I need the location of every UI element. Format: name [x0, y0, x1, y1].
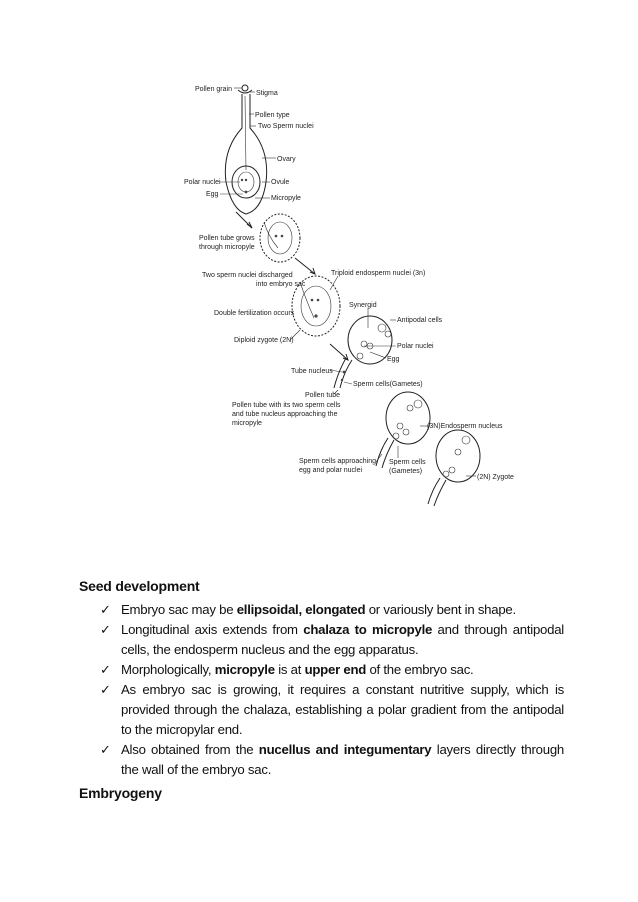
bullet-text: of the embryo sac.	[366, 662, 473, 677]
bullet-text: or variously bent in shape.	[365, 602, 516, 617]
label-synergid: Synergid	[349, 302, 377, 309]
arrow-2	[295, 258, 315, 274]
embryogeny-heading: Embryogeny	[79, 785, 162, 801]
label-pollen-tube: Pollen tube	[305, 392, 340, 399]
bullet-item: ✓ Also obtained from the nucellus and int…	[100, 740, 564, 780]
label-sperm-cells-1: Sperm cells	[389, 459, 426, 466]
label-ovary: Ovary	[277, 156, 296, 163]
label-triploid: Triploid endosperm nuclei (3n)	[331, 270, 425, 277]
embryo-sac-stage-1	[334, 316, 392, 388]
bullet-text: Also obtained from the	[121, 742, 259, 757]
label-sperm-gametes: Sperm cells(Gametes)	[353, 381, 423, 388]
label-tube-with-sperm-2: and tube nucleus approaching the	[232, 411, 338, 418]
label-egg: Egg	[206, 191, 219, 198]
bullet-bold-text: ellipsoidal, elongated	[237, 602, 366, 617]
checkmark-icon: ✓	[100, 680, 111, 700]
seed-development-heading: Seed development	[79, 578, 200, 594]
label-polar-nuclei-2: Polar nuclei	[397, 343, 434, 350]
ovule-stage-1	[260, 214, 300, 262]
arrow-3	[330, 344, 348, 360]
label-approaching-1: Sperm cells approaching	[299, 458, 376, 465]
double-fertilization-diagram: Pollen grain Stigma Pollen type Two Sper…	[0, 0, 638, 560]
bullet-text: Embryo sac may be	[121, 602, 237, 617]
label-pollen-type: Pollen type	[255, 112, 290, 119]
bullet-text: Morphologically,	[121, 662, 215, 677]
bullet-text: Longitudinal axis extends from	[121, 622, 303, 637]
label-double-fertilization: Double fertilization occurs	[214, 310, 295, 317]
checkmark-icon: ✓	[100, 600, 111, 620]
label-tube-with-sperm-1: Pollen tube with its two sperm cells	[232, 402, 341, 409]
bullet-text: As embryo sac is growing, it requires a …	[121, 682, 564, 737]
label-ovule: Ovule	[271, 179, 289, 186]
label-tube-grows-1: Pollen tube grows	[199, 235, 255, 242]
label-discharged-2: into embryo sac	[256, 281, 306, 288]
label-approaching-2: egg and polar nuclei	[299, 467, 362, 474]
bullet-text: is at	[275, 662, 305, 677]
label-tube-grows-2: through micropyle	[199, 244, 255, 251]
label-diploid-zygote: Diploid zygote (2N)	[234, 337, 294, 344]
embryo-sac-stage-3	[428, 430, 480, 506]
label-zygote-2n: (2N) Zygote	[477, 474, 514, 481]
label-endosperm-3n: (3N)Endosperm nucleus	[427, 423, 503, 430]
seed-development-list: ✓ Embryo sac may be ellipsoidal, elongate…	[100, 600, 564, 780]
label-egg-2: Egg	[387, 356, 400, 363]
label-two-sperm-nuclei: Two Sperm nuclei	[258, 123, 314, 130]
bullet-item: ✓ Embryo sac may be ellipsoidal, elongate…	[100, 600, 564, 620]
label-polar-nuclei: Polar nuclei	[184, 179, 221, 186]
label-discharged-1: Two sperm nuclei discharged	[202, 272, 293, 279]
bullet-bold-text: upper end	[305, 662, 367, 677]
embryo-sac-stage-2	[376, 392, 430, 468]
checkmark-icon: ✓	[100, 660, 111, 680]
label-micropyle: Micropyle	[271, 195, 301, 202]
label-tube-with-sperm-3: micropyle	[232, 420, 262, 427]
pistil-illustration	[225, 85, 266, 214]
label-stigma: Stigma	[256, 90, 278, 97]
label-tube-nucleus: Tube nucleus	[291, 368, 333, 375]
bullet-bold-text: nucellus and integumentary	[259, 742, 432, 757]
bullet-bold-text: chalaza to micropyle	[303, 622, 432, 637]
bullet-item: ✓ Morphologically, micropyle is at upper …	[100, 660, 564, 680]
label-pollen-grain: Pollen grain	[195, 86, 232, 93]
bullet-item: ✓ As embryo sac is growing, it requires a…	[100, 680, 564, 740]
checkmark-icon: ✓	[100, 740, 111, 760]
checkmark-icon: ✓	[100, 620, 111, 640]
bullet-item: ✓ Longitudinal axis extends from chalaza …	[100, 620, 564, 660]
bullet-bold-text: micropyle	[215, 662, 275, 677]
label-antipodal: Antipodal cells	[397, 317, 443, 324]
label-sperm-cells-2: (Gametes)	[389, 468, 422, 475]
